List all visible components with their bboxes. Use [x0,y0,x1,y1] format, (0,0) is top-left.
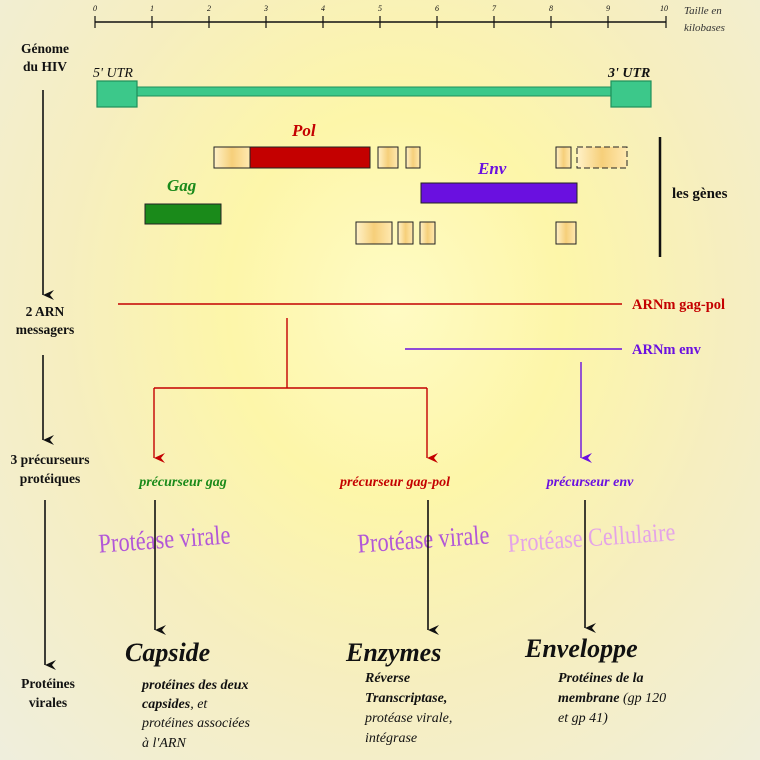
mrna-gagpol-label: ARNm gag-pol [632,297,725,313]
scale-tick-label: 3 [263,4,268,13]
gag-gene-label: Gag [167,176,197,195]
gag-gene-bar [144,203,222,225]
precurseurs-label: protéiques [20,471,81,486]
genome-label: du HIV [23,59,67,74]
product-enzymes-title: Enzymes [345,638,441,667]
enveloppe-desc-line: et gp 41) [558,711,608,726]
protease-cellulaire-label: Protéase Cellulaire [507,517,677,558]
scale-tick-marks [94,16,667,28]
pol-gene-bar [249,146,371,169]
scale-tick-label: 0 [93,4,97,13]
precursor-gagpol: précurseur gag-pol [339,475,450,490]
capside-desc-rest: , et [190,697,208,712]
capside-desc-line: à l'ARN [142,736,186,751]
protease-virale-label: Protéase virale [356,519,490,558]
precurseurs-label: 3 précurseurs [10,452,89,467]
orf-block [555,146,572,169]
env-gene-label: Env [477,159,507,178]
capside-desc-line: protéines associées [141,716,251,731]
arn-messagers-label: 2 ARN [26,304,65,319]
protease-virale-label: Protéase virale [97,519,231,558]
mrna-gagpol-suffix: gag-pol [679,297,725,313]
scale-tick-label: 8 [549,4,553,13]
proteines-virales-label: virales [29,695,67,710]
precursor-env: précurseur env [546,475,635,490]
enzymes-desc-line: protéase virale, [364,711,452,726]
utr5-label: 5' UTR [93,66,133,81]
pol-gene-label: Pol [291,121,316,140]
enzymes-desc-line: Transcriptase, [365,691,447,706]
utr5-block [96,80,138,108]
orf-block [555,221,577,245]
scale-tick-label: 9 [606,4,610,13]
scale-tick-label: 6 [435,4,439,13]
capside-desc-line: capsides, et [142,697,208,712]
capside-desc-line: protéines des deux [141,678,249,693]
enzymes-desc-line: Réverse [364,671,410,686]
orf-block [405,146,421,169]
genome-bar-middle [134,86,614,97]
scale-tick-label: 1 [150,4,154,13]
scale-ruler: 0 1 2 3 4 5 6 7 8 9 10 Taille en kilobas… [93,4,725,34]
scale-tick-label: 10 [660,4,668,13]
genome-bar [96,80,652,108]
gagpol-branch [153,318,438,463]
precursor-gag: précurseur gag [138,475,227,490]
arn-messagers-label: messagers [16,322,74,337]
gene-map [144,146,628,245]
orf-block [355,221,393,245]
env-gene-bar [420,182,578,204]
scale-tick-label: 4 [321,4,325,13]
enveloppe-desc-line: Protéines de la [558,671,644,686]
product-capside-title: Capside [125,638,210,667]
capside-desc-bold: capsides [142,697,191,712]
orf-block [213,146,251,169]
enveloppe-desc-rest: (gp 120 [619,691,666,706]
proteines-virales-label: Protéines [21,676,75,691]
mrna-gagpol-prefix: ARNm [632,297,679,313]
mrna-env-label: ARNm env [632,342,702,358]
scale-caption: kilobases [684,22,725,34]
orf-block [397,221,414,245]
enzymes-desc-line: intégrase [365,731,417,746]
genes-label: les gènes [672,186,728,202]
scale-tick-label: 5 [378,4,382,13]
product-enveloppe-title: Enveloppe [524,634,638,663]
enveloppe-desc-bold: membrane [558,691,619,706]
scale-tick-label: 2 [207,4,211,13]
utr3-label: 3' UTR [607,66,650,81]
genome-label: Génome [21,41,69,56]
enveloppe-desc-line: membrane (gp 120 [558,691,666,706]
utr3-block [610,80,652,108]
orf-block-dashed [576,146,628,169]
scale-tick-label: 7 [492,4,497,13]
orf-block [377,146,399,169]
scale-caption: Taille en [684,5,722,17]
orf-block [419,221,436,245]
